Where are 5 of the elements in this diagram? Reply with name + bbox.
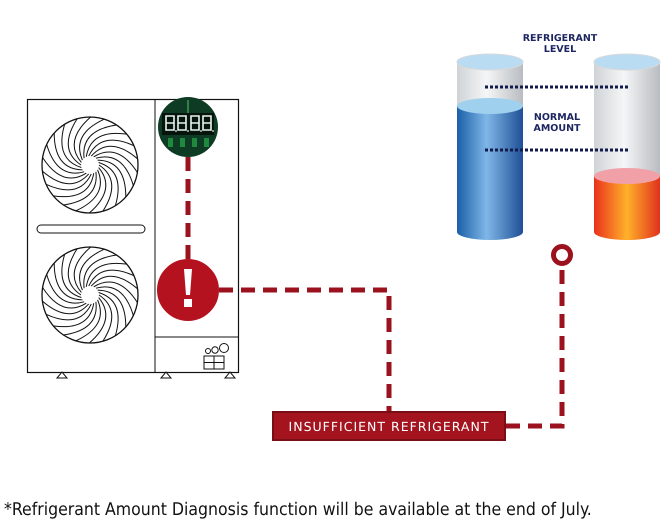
footnote: *Refrigerant Amount Diagnosis function will be available at the end of July. <box>4 500 592 520</box>
status-label-box: INSUFFICIENT REFRIGERANT <box>272 411 506 441</box>
callout-text: NORMAL AMOUNT <box>532 112 582 134</box>
dashed-connector <box>219 288 392 411</box>
callout-text: REFRIGERANT LEVEL <box>522 33 598 55</box>
